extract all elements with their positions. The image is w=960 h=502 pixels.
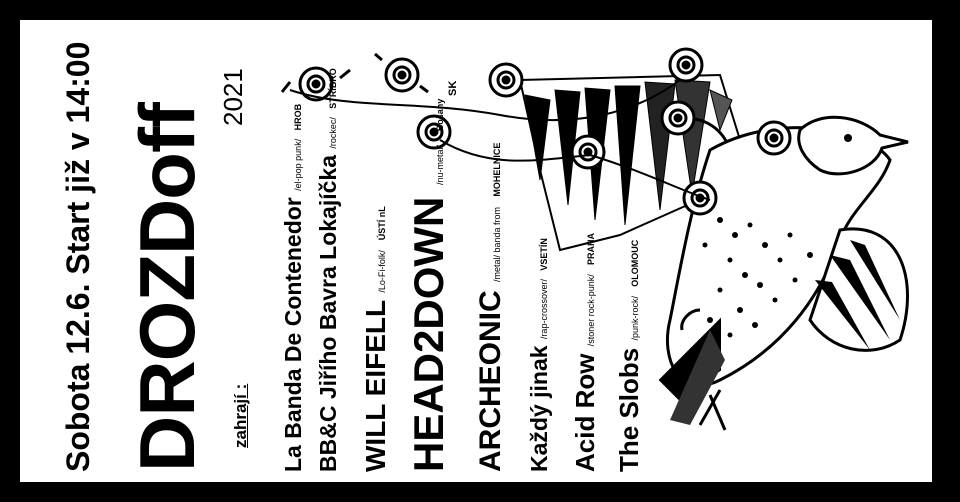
- band-kazdy-jinak: Každý jinak /rap-crossover/ VSETÍN: [526, 238, 552, 472]
- band-city: ÚSTÍ nL: [377, 206, 387, 241]
- rose-icon: [756, 120, 792, 156]
- bird-lower-wing: [808, 227, 909, 352]
- band-head2down: HEAD2DOWN /nu-metal/ Bošany: [405, 98, 452, 472]
- band-city: HROB: [293, 103, 303, 131]
- band-name: The Slobs: [614, 347, 644, 472]
- band-name: WILL EIFELL: [360, 300, 391, 472]
- band-genre: /Lo-Fi-folk/: [377, 250, 387, 293]
- rose-icon: [280, 66, 351, 102]
- band-la-banda: La Banda De Contenedor /el-pop punk/ HRO…: [280, 103, 306, 472]
- rose-stem: [289, 79, 681, 122]
- rose-icon: [488, 62, 524, 98]
- band-city: OLOMOUC: [630, 239, 640, 287]
- band-genre: /rockec/: [328, 117, 338, 149]
- band-name: ARCHEONIC: [474, 290, 507, 472]
- festival-year: 2021: [218, 68, 248, 126]
- band-genre: /stoner rock-punk/: [586, 274, 596, 347]
- rose-icon: [660, 100, 696, 136]
- band-genre: /el-pop punk/: [293, 138, 303, 191]
- band-name: Acid Row: [570, 353, 600, 472]
- band-city: Bošany: [435, 98, 445, 132]
- festival-title: DROZDoff: [123, 103, 211, 472]
- band-the-slobs: The Slobs /punk-rock/ OLOMOUC: [614, 239, 644, 472]
- poster: Sobota 12.6. Start již v 14:00 DROZDoff …: [20, 20, 932, 482]
- band-genre: /rap-crossover/: [539, 279, 549, 340]
- band-genre: /nu-metal/: [435, 144, 445, 185]
- band-city: PRAHA: [586, 233, 596, 266]
- band-city: VSETÍN: [539, 238, 549, 271]
- country-tag: SK: [447, 80, 459, 96]
- rose-icon: [682, 180, 718, 216]
- bird-eye: [844, 134, 852, 142]
- playing-label: zahrají :: [231, 383, 250, 448]
- band-city: MOHELNICE: [492, 142, 502, 197]
- rose-icon: [668, 47, 704, 83]
- band-name: La Banda De Contenedor: [280, 197, 306, 472]
- band-genre: /punk-rock/: [630, 295, 640, 341]
- bird-tail: [658, 308, 725, 425]
- rose-icon: [374, 52, 429, 94]
- rose-stem: [439, 139, 711, 201]
- band-bbc: BB&C Jiřího Bavra Lokajíčka /rockec/ STŘ…: [315, 68, 341, 472]
- band-will-eifell: WILL EIFELL /Lo-Fi-folk/ ÚSTÍ nL: [360, 206, 391, 472]
- band-name: HEAD2DOWN: [405, 196, 452, 472]
- band-acid-row: Acid Row /stoner rock-punk/ PRAHA: [570, 233, 600, 472]
- band-city: STŘÍBRO: [328, 68, 338, 109]
- band-archeonic: ARCHEONIC /metal/ banda from MOHELNICE: [474, 142, 507, 472]
- rose-icon: [570, 134, 606, 170]
- bird-feet: [698, 389, 727, 431]
- bird-illustration: [280, 47, 909, 431]
- band-name: BB&C Jiřího Bavra Lokajíčka: [315, 154, 341, 472]
- bird-body: [665, 115, 909, 387]
- rose-icon: [416, 114, 452, 150]
- event-date-time: Sobota 12.6. Start již v 14:00: [60, 41, 96, 472]
- band-name: Každý jinak: [526, 345, 552, 472]
- band-genre: /metal/ banda from: [492, 206, 502, 282]
